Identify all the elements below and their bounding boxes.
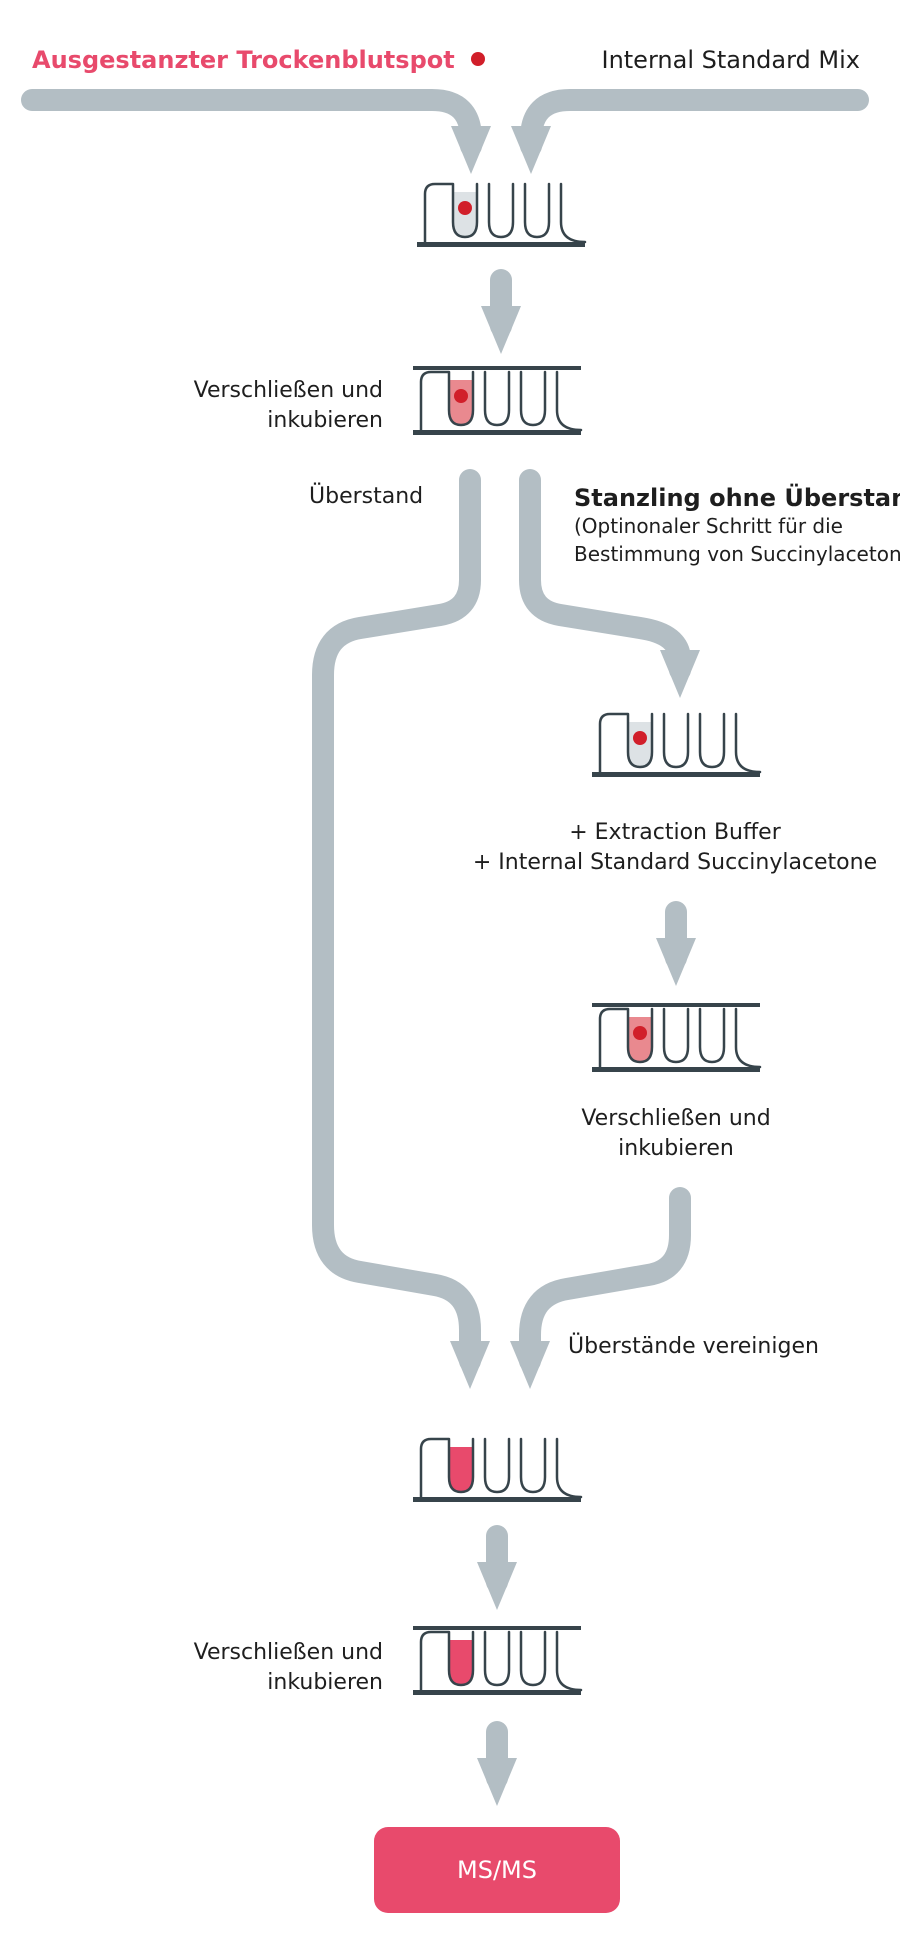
blood-spot-icon [458, 201, 472, 215]
arrow-to-punch-without-supernatant [519, 469, 700, 698]
plate-base [413, 430, 581, 435]
blood-spot-icon [633, 1026, 647, 1040]
seal-film [592, 1003, 760, 1007]
label-dried-blood-spot: Ausgestanzter Trockenblutspot [32, 44, 486, 76]
arrow-supernatant-path [312, 469, 490, 1389]
plate-4-sealed-incubating [592, 1003, 762, 1072]
label-supernatant: Überstand [309, 484, 424, 509]
label-optional-step: (Optinonaler Schritt für die Bestimmung … [574, 514, 900, 566]
arrow-combine-supernatants [510, 1187, 691, 1389]
plate-base [417, 242, 585, 247]
plate-outline [419, 1630, 583, 1692]
plate-base [413, 1497, 581, 1502]
well-fill [449, 1640, 473, 1685]
plate-3-punch-without-supernatant [592, 712, 762, 777]
red-dot-icon [471, 52, 486, 66]
blood-spot-icon [454, 389, 468, 403]
plate-outline [598, 712, 762, 774]
plate-6-sealed-incubating [413, 1626, 583, 1695]
plate-outline [423, 182, 587, 244]
seal-film [413, 366, 581, 370]
label-seal-incubate-2: Verschließen und inkubieren [581, 1106, 771, 1161]
plate-outline [598, 1007, 762, 1069]
plate-5-combined-supernatants [413, 1437, 583, 1502]
plate-base [592, 772, 760, 777]
msms-box: MS/MS [374, 1827, 620, 1913]
label-seal-incubate-3: Verschließen und inkubieren [193, 1640, 383, 1695]
label-internal-standard-mix: Internal Standard Mix [601, 46, 860, 74]
plate-outline [419, 370, 583, 432]
plate-base [413, 1690, 581, 1695]
blood-spot-icon [633, 731, 647, 745]
well-fill [449, 1447, 473, 1492]
label-punch-without-supernatant: Stanzling ohne Überstand [574, 484, 900, 512]
arrow-from-standard-mix [511, 89, 869, 174]
seal-film [413, 1626, 581, 1630]
msms-label: MS/MS [457, 1856, 537, 1884]
arrow-from-blood-spot [21, 89, 491, 174]
label-seal-incubate-1: Verschließen und inkubieren [193, 378, 383, 433]
label-combine-supernatants: Überstände vereinigen [568, 1334, 819, 1359]
plate-1-punch-with-standard [417, 182, 587, 247]
plate-base [592, 1067, 760, 1072]
label-extraction: + Extraction Buffer + Internal Standard … [472, 820, 878, 875]
plate-outline [419, 1437, 583, 1499]
plate-2-sealed-incubating [413, 366, 583, 435]
